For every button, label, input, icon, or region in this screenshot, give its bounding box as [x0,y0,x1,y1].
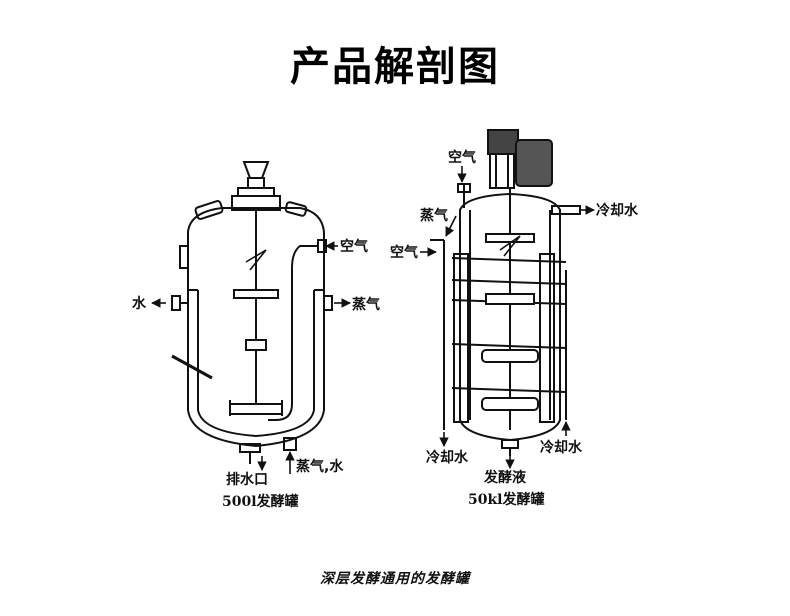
right-tank-caption: 50kl发酵罐 [468,491,545,508]
left-tank-caption: 500l发酵罐 [222,493,299,510]
left-tank-outer-wall [187,207,325,448]
left-tank-bottom-impeller [229,403,283,415]
right-tank-outer-wall [459,192,561,442]
page-title: 产品解剖图 [290,44,500,90]
left-tank-air-pipe [268,245,318,421]
label-left-steam: 蒸气 [352,296,380,313]
left-tank-motor [242,161,270,179]
label-right-broth: 发酵液 [483,469,527,486]
label-left-steam-water: 蒸气,水 [296,458,344,475]
left-tank-arrows [151,241,351,474]
figure-caption: 深层发酵通用的发酵罐 [320,571,470,587]
label-right-air-side: 空气 [390,244,418,261]
right-tank-motor [487,129,519,155]
label-right-air-top: 空气 [448,149,476,166]
right-tank-arrows [420,166,595,469]
label-right-cooling-water-left: 冷却水 [426,449,469,466]
label-right-cooling-water-top: 冷却水 [596,202,639,219]
label-right-cooling-water-right: 冷却水 [540,439,583,456]
right-tank [430,129,581,456]
label-left-air: 空气 [340,238,368,255]
label-left-drain: 排水口 [226,471,268,488]
left-tank [171,161,333,464]
label-right-steam: 蒸气 [420,207,448,224]
left-tank-jacket [197,290,315,438]
label-left-water: 水 [132,295,147,312]
